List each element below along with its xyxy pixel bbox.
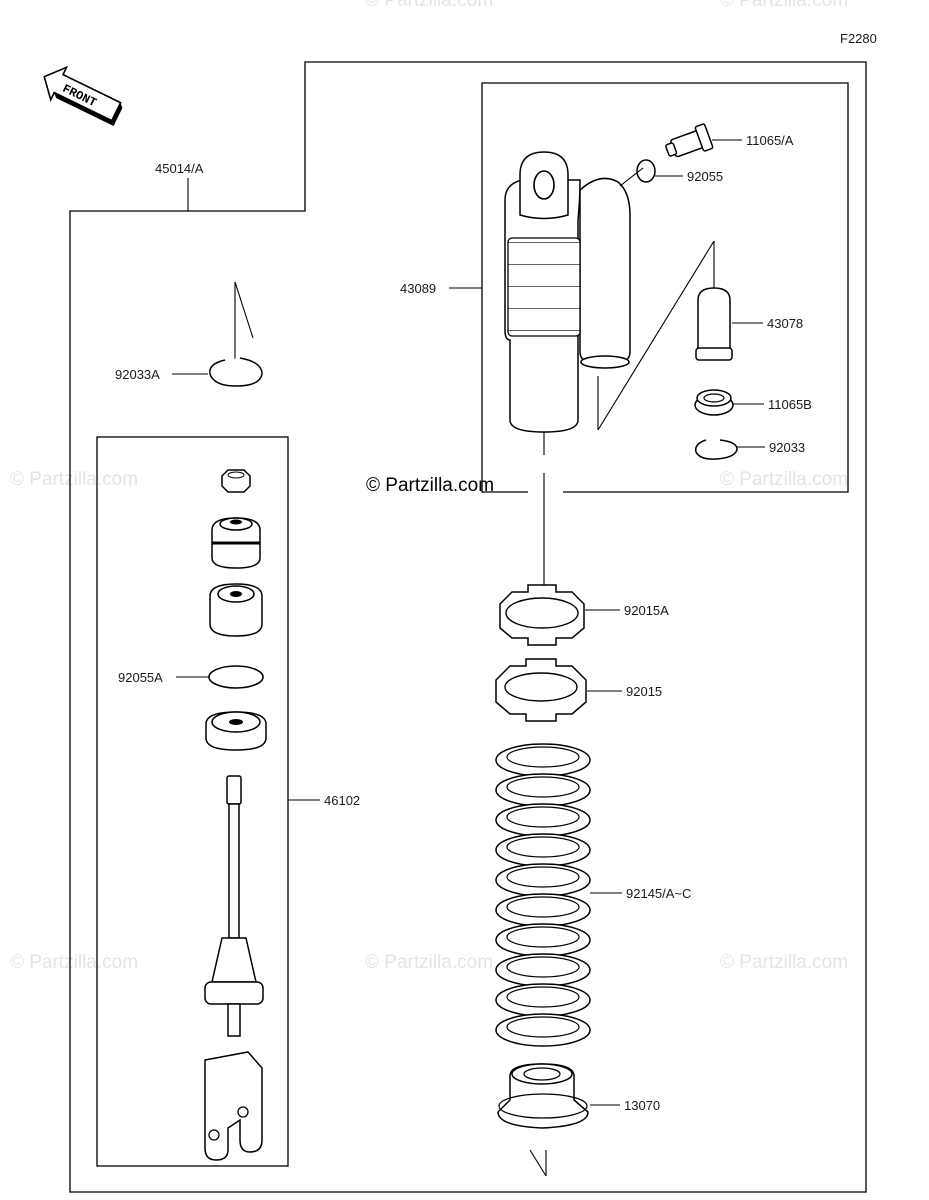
spring-coil-inner — [506, 896, 580, 918]
adjuster-nut-part — [495, 658, 587, 722]
spring-coil-inner — [506, 866, 580, 888]
spring-coil-inner — [506, 926, 580, 948]
circlip-part — [209, 357, 263, 387]
piston-rod-part — [204, 775, 264, 1161]
spring-coil-inner — [506, 746, 580, 768]
watermark: © Partzilla.com — [365, 0, 493, 11]
callout-92015: 92015 — [626, 684, 662, 699]
spring-seat-part — [497, 1063, 589, 1129]
watermark: © Partzilla.com — [365, 952, 493, 973]
spring-coil-inner — [506, 956, 580, 978]
oring-part — [636, 159, 656, 183]
watermark: © Partzilla.com — [10, 952, 138, 973]
assembly-frame — [69, 61, 867, 1193]
spring-coil-inner — [506, 836, 580, 858]
callout-13070: 13070 — [624, 1098, 660, 1113]
callout-92033: 92033 — [769, 440, 805, 455]
nut-part — [221, 469, 251, 493]
spring-coil-inner — [506, 986, 580, 1008]
watermark: © Partzilla.com — [10, 469, 138, 490]
watermark-group: © Partzilla.com © Partzilla.com © Partzi… — [10, 0, 848, 973]
valve-part — [665, 123, 714, 158]
callout-92055a: 92055A — [118, 670, 163, 685]
spring-coil-inner — [506, 776, 580, 798]
seal-holder-part — [205, 711, 267, 751]
bladder-part — [695, 287, 733, 361]
callout-92033a: 92033A — [115, 367, 160, 382]
cap-part — [694, 389, 734, 416]
watermark: © Partzilla.com — [720, 469, 848, 490]
spring-coil-inner — [506, 1016, 580, 1038]
callout-43089: 43089 — [400, 281, 436, 296]
front-arrow-icon: FRONT — [43, 65, 123, 126]
locknut-part — [499, 584, 585, 646]
callout-11065a: 11065/A — [746, 133, 794, 148]
circlip-part — [694, 439, 738, 460]
watermark: © Partzilla.com — [720, 952, 848, 973]
figure-code: F2280 — [840, 31, 877, 46]
callout-92015a: 92015A — [624, 603, 669, 618]
spring-coil-inner — [506, 806, 580, 828]
callout-43078: 43078 — [767, 316, 803, 331]
rod-assembly-frame — [96, 436, 289, 1167]
callout-45014a: 45014/A — [155, 161, 204, 176]
callout-92055: 92055 — [687, 169, 723, 184]
callout-46102: 46102 — [324, 793, 360, 808]
callout-92145: 92145/A~C — [626, 886, 691, 901]
callout-11065b: 11065B — [768, 397, 812, 412]
bumper-part — [211, 517, 261, 569]
oring-part — [208, 665, 264, 689]
shock-body-frame — [481, 82, 849, 493]
partzilla-watermark: © Partzilla.com — [366, 475, 494, 496]
piston-part — [209, 583, 263, 637]
coil-spring-part — [495, 743, 591, 1047]
shock-body — [504, 151, 631, 433]
watermark: © Partzilla.com — [720, 0, 848, 11]
